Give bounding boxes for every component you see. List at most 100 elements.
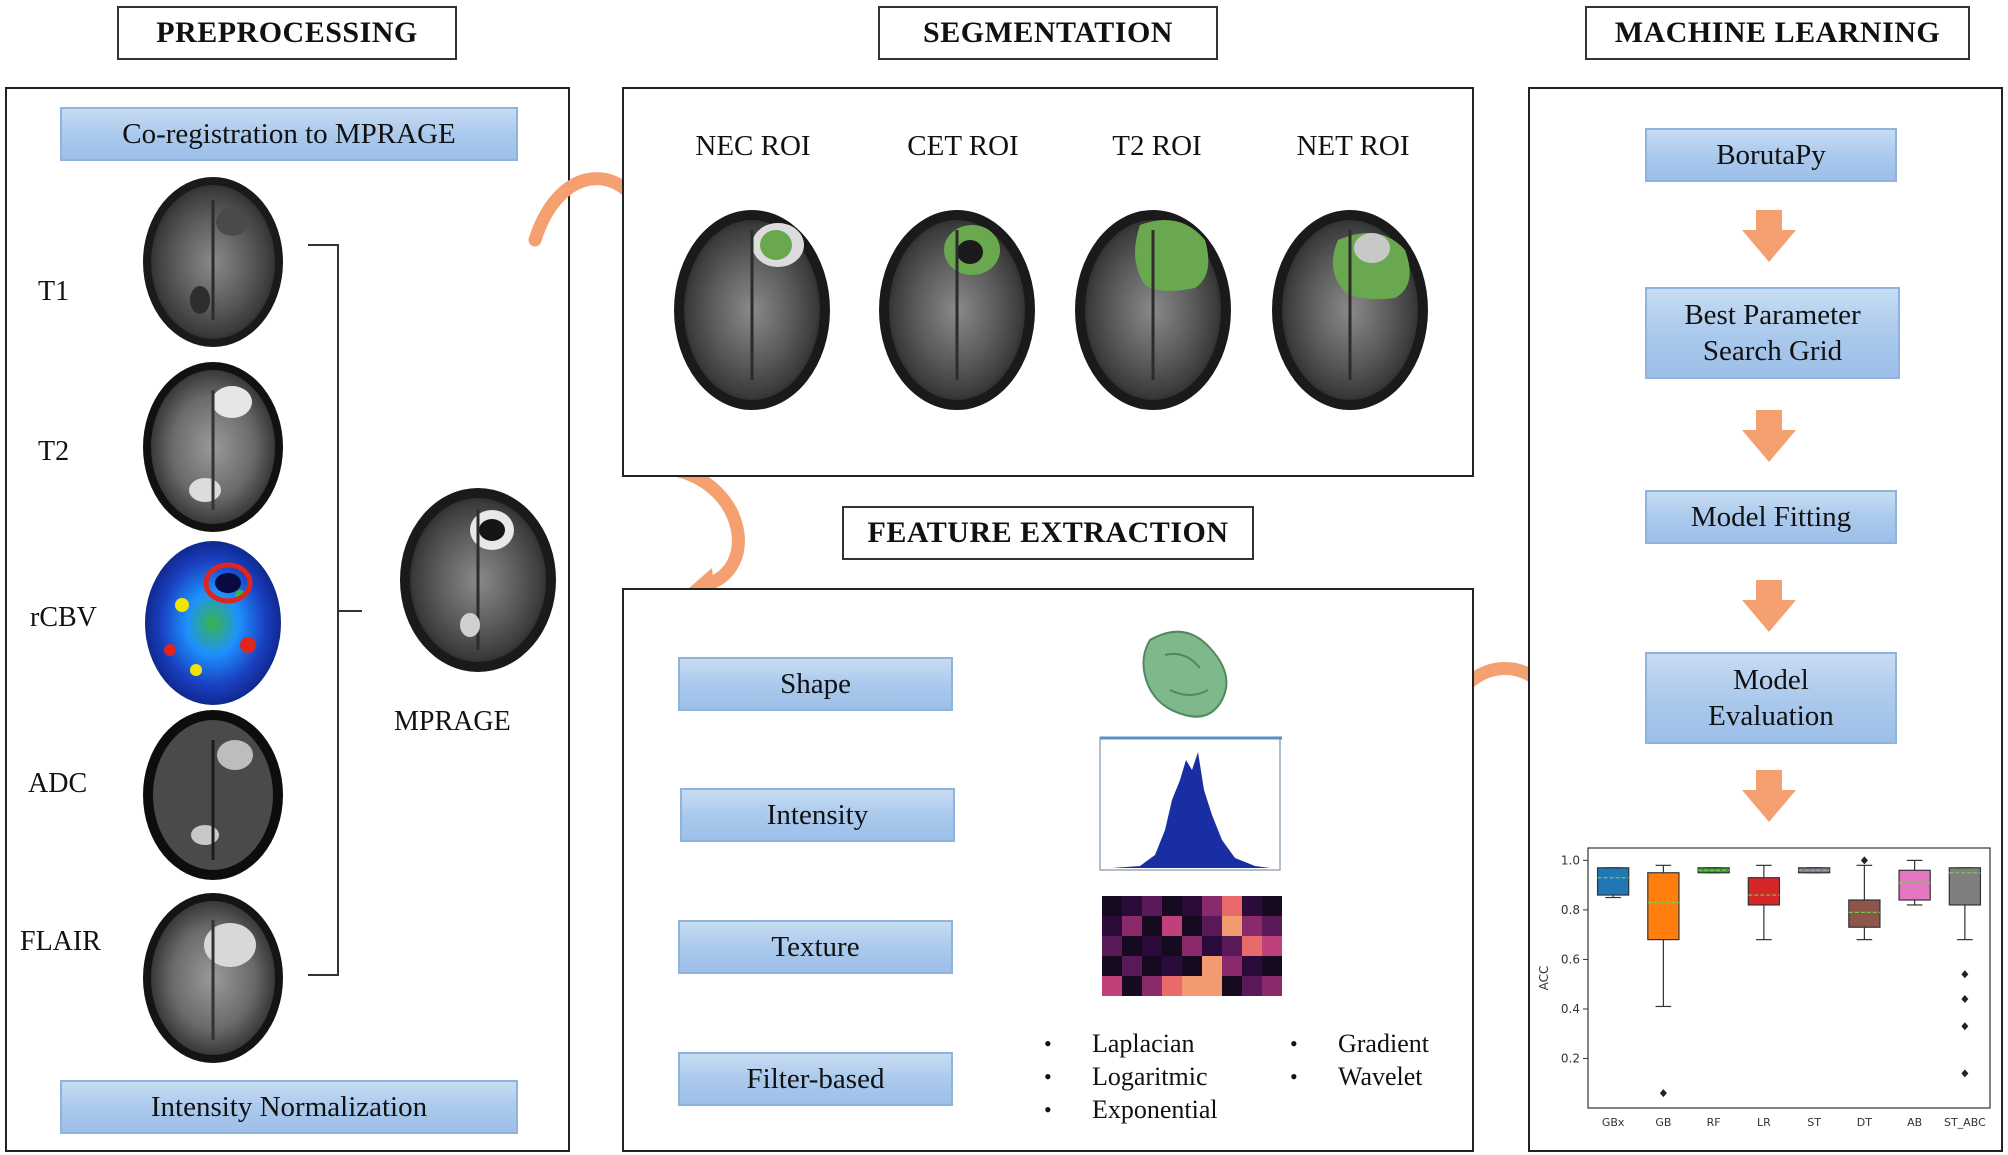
heatmap-cell [1262, 896, 1282, 916]
feature-intensity-box: Intensity [680, 788, 955, 842]
x-tick-label: DT [1857, 1116, 1872, 1129]
heatmap-cell [1202, 936, 1222, 956]
filter-item: •Laplacian [1044, 1029, 1195, 1058]
y-tick-label: 0.4 [1561, 1002, 1580, 1016]
heatmap-cell [1202, 976, 1222, 996]
heatmap-cell [1142, 956, 1162, 976]
down-arrow-icon [1742, 580, 1796, 632]
x-tick-label: ST_ABC [1944, 1116, 1986, 1129]
ml-step-grid-search: Best Parameter Search Grid [1645, 287, 1900, 379]
heatmap-cell [1182, 956, 1202, 976]
segmentation-title: SEGMENTATION [878, 6, 1218, 60]
box-LR [1747, 877, 1781, 906]
x-tick-label: LR [1757, 1116, 1771, 1129]
x-tick-label: AB [1907, 1116, 1922, 1129]
heatmap-cell [1242, 916, 1262, 936]
heatmap-cell [1202, 916, 1222, 936]
heatmap-cell [1182, 916, 1202, 936]
brain-t1-image [143, 177, 283, 347]
heatmap-cell [1222, 936, 1242, 956]
heatmap-cell [1102, 936, 1122, 956]
outlier-point [1860, 856, 1868, 865]
brain-cet-roi-image [879, 210, 1035, 410]
heatmap-cell [1202, 896, 1222, 916]
heatmap-cell [1162, 896, 1182, 916]
intensity-normalization-box: Intensity Normalization [60, 1080, 518, 1134]
heatmap-cell [1222, 976, 1242, 996]
outlier-point [1961, 1022, 1969, 1031]
filter-item: •Exponential [1044, 1095, 1218, 1124]
heatmap-cell [1102, 916, 1122, 936]
heatmap-cell [1242, 896, 1262, 916]
x-tick-label: GBx [1602, 1116, 1625, 1129]
filter-list-left: •Laplacian •Logaritmic •Exponential [1044, 1027, 1218, 1126]
brain-t2-roi-image [1075, 210, 1231, 410]
feature-filter-based-box: Filter-based [678, 1052, 953, 1106]
box-GBx [1596, 867, 1630, 896]
machine-learning-title: MACHINE LEARNING [1585, 6, 1970, 60]
heatmap-cell [1262, 956, 1282, 976]
filter-item: •Logaritmic [1044, 1062, 1208, 1091]
heatmap-cell [1262, 976, 1282, 996]
sequence-label-rcbv: rCBV [30, 602, 97, 633]
heatmap-cell [1182, 896, 1202, 916]
sequence-label-t2: T2 [38, 436, 70, 467]
y-axis-label: ACC [1537, 966, 1551, 991]
heatmap-cell [1222, 956, 1242, 976]
ml-step-model-evaluation: Model Evaluation [1645, 652, 1897, 744]
heatmap-cell [1262, 936, 1282, 956]
sequence-bracket [308, 244, 362, 976]
down-arrow-icon [1742, 210, 1796, 262]
heatmap-cell [1242, 976, 1262, 996]
heatmap-cell [1102, 976, 1122, 996]
heatmap-cell [1122, 916, 1142, 936]
heatmap-cell [1142, 916, 1162, 936]
heatmap-cell [1202, 956, 1222, 976]
y-tick-label: 0.2 [1561, 1051, 1580, 1065]
ml-step-model-fitting: Model Fitting [1645, 490, 1897, 544]
brain-adc-image [143, 710, 283, 880]
roi-label-nec: NEC ROI [695, 130, 811, 162]
box-GB [1647, 872, 1680, 941]
heatmap-cell [1242, 936, 1262, 956]
heatmap-cell [1162, 916, 1182, 936]
outlier-point [1961, 970, 1969, 979]
brain-rcbv-image [145, 541, 281, 705]
heatmap-cell [1222, 916, 1242, 936]
heatmap-cell [1162, 976, 1182, 996]
x-tick-label: ST [1807, 1116, 1821, 1129]
y-tick-label: 0.6 [1561, 952, 1580, 966]
roi-label-net: NET ROI [1296, 130, 1410, 162]
heatmap-cell [1122, 956, 1142, 976]
histogram-icon [1099, 736, 1282, 871]
heatmap-cell [1262, 916, 1282, 936]
heatmap-cell [1122, 936, 1142, 956]
heatmap-cell [1142, 896, 1162, 916]
mprage-label: MPRAGE [394, 706, 511, 737]
ml-step-borutapy: BorutaPy [1645, 128, 1897, 182]
brain-flair-image [143, 893, 283, 1063]
outlier-point [1961, 995, 1969, 1004]
x-tick-label: RF [1707, 1116, 1721, 1129]
box-DT [1848, 899, 1881, 928]
y-tick-label: 1.0 [1561, 853, 1580, 867]
brain-t2-image [143, 362, 283, 532]
heatmap-cell [1142, 976, 1162, 996]
heatmap-cell [1122, 896, 1142, 916]
feature-shape-box: Shape [678, 657, 953, 711]
heatmap-cell [1162, 936, 1182, 956]
outlier-point [1961, 1069, 1969, 1078]
brain-mprage-image [400, 488, 556, 672]
outlier-point [1659, 1089, 1667, 1098]
down-arrow-icon [1742, 770, 1796, 822]
heatmap-cell [1162, 956, 1182, 976]
y-tick-label: 0.8 [1561, 903, 1580, 917]
sequence-label-adc: ADC [28, 768, 88, 799]
filter-list-right: •Gradient •Wavelet [1290, 1027, 1429, 1093]
sequence-label-flair: FLAIR [20, 926, 101, 957]
heatmap-cell [1182, 976, 1202, 996]
preprocessing-title: PREPROCESSING [117, 6, 457, 60]
